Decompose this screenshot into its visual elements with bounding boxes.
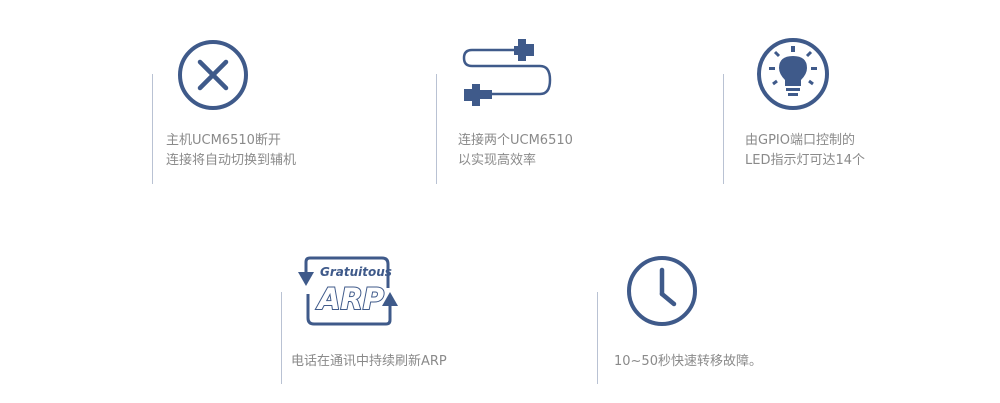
divider-line — [723, 74, 724, 184]
gratuitous-arp-icon: Gratuitous ARP — [298, 256, 398, 326]
feature-text-line: 电话在通讯中持续刷新ARP — [291, 354, 447, 369]
clock-icon — [627, 256, 697, 326]
feature-description: 主机UCM6510断开 连接将自动切换到辅机 — [166, 131, 296, 171]
feature-description: 电话在通讯中持续刷新ARP — [291, 352, 447, 372]
feature-text-line: 连接两个UCM6510 — [458, 133, 573, 148]
divider-line — [152, 74, 153, 184]
feature-text-line: LED指示灯可达14个 — [745, 153, 866, 168]
feature-text-line: 由GPIO端口控制的 — [745, 133, 855, 148]
close-circle-icon — [178, 40, 248, 110]
lightbulb-icon — [757, 38, 829, 110]
divider-line — [597, 292, 598, 384]
arp-icon-label: ARP — [316, 282, 384, 316]
divider-line — [281, 292, 282, 384]
feature-description: 10~50秒快速转移故障。 — [614, 352, 762, 372]
feature-description: 由GPIO端口控制的 LED指示灯可达14个 — [745, 131, 865, 171]
divider-line — [436, 74, 437, 184]
feature-text-line: 10~50秒快速转移故障。 — [614, 354, 762, 369]
feature-description: 连接两个UCM6510 以实现高效率 — [458, 131, 573, 171]
feature-text-line: 主机UCM6510断开 — [166, 133, 281, 148]
cable-connector-icon — [462, 39, 552, 106]
feature-text-line: 连接将自动切换到辅机 — [166, 153, 297, 168]
feature-text-line: 以实现高效率 — [458, 153, 537, 168]
arp-icon-label: Gratuitous — [320, 265, 392, 279]
